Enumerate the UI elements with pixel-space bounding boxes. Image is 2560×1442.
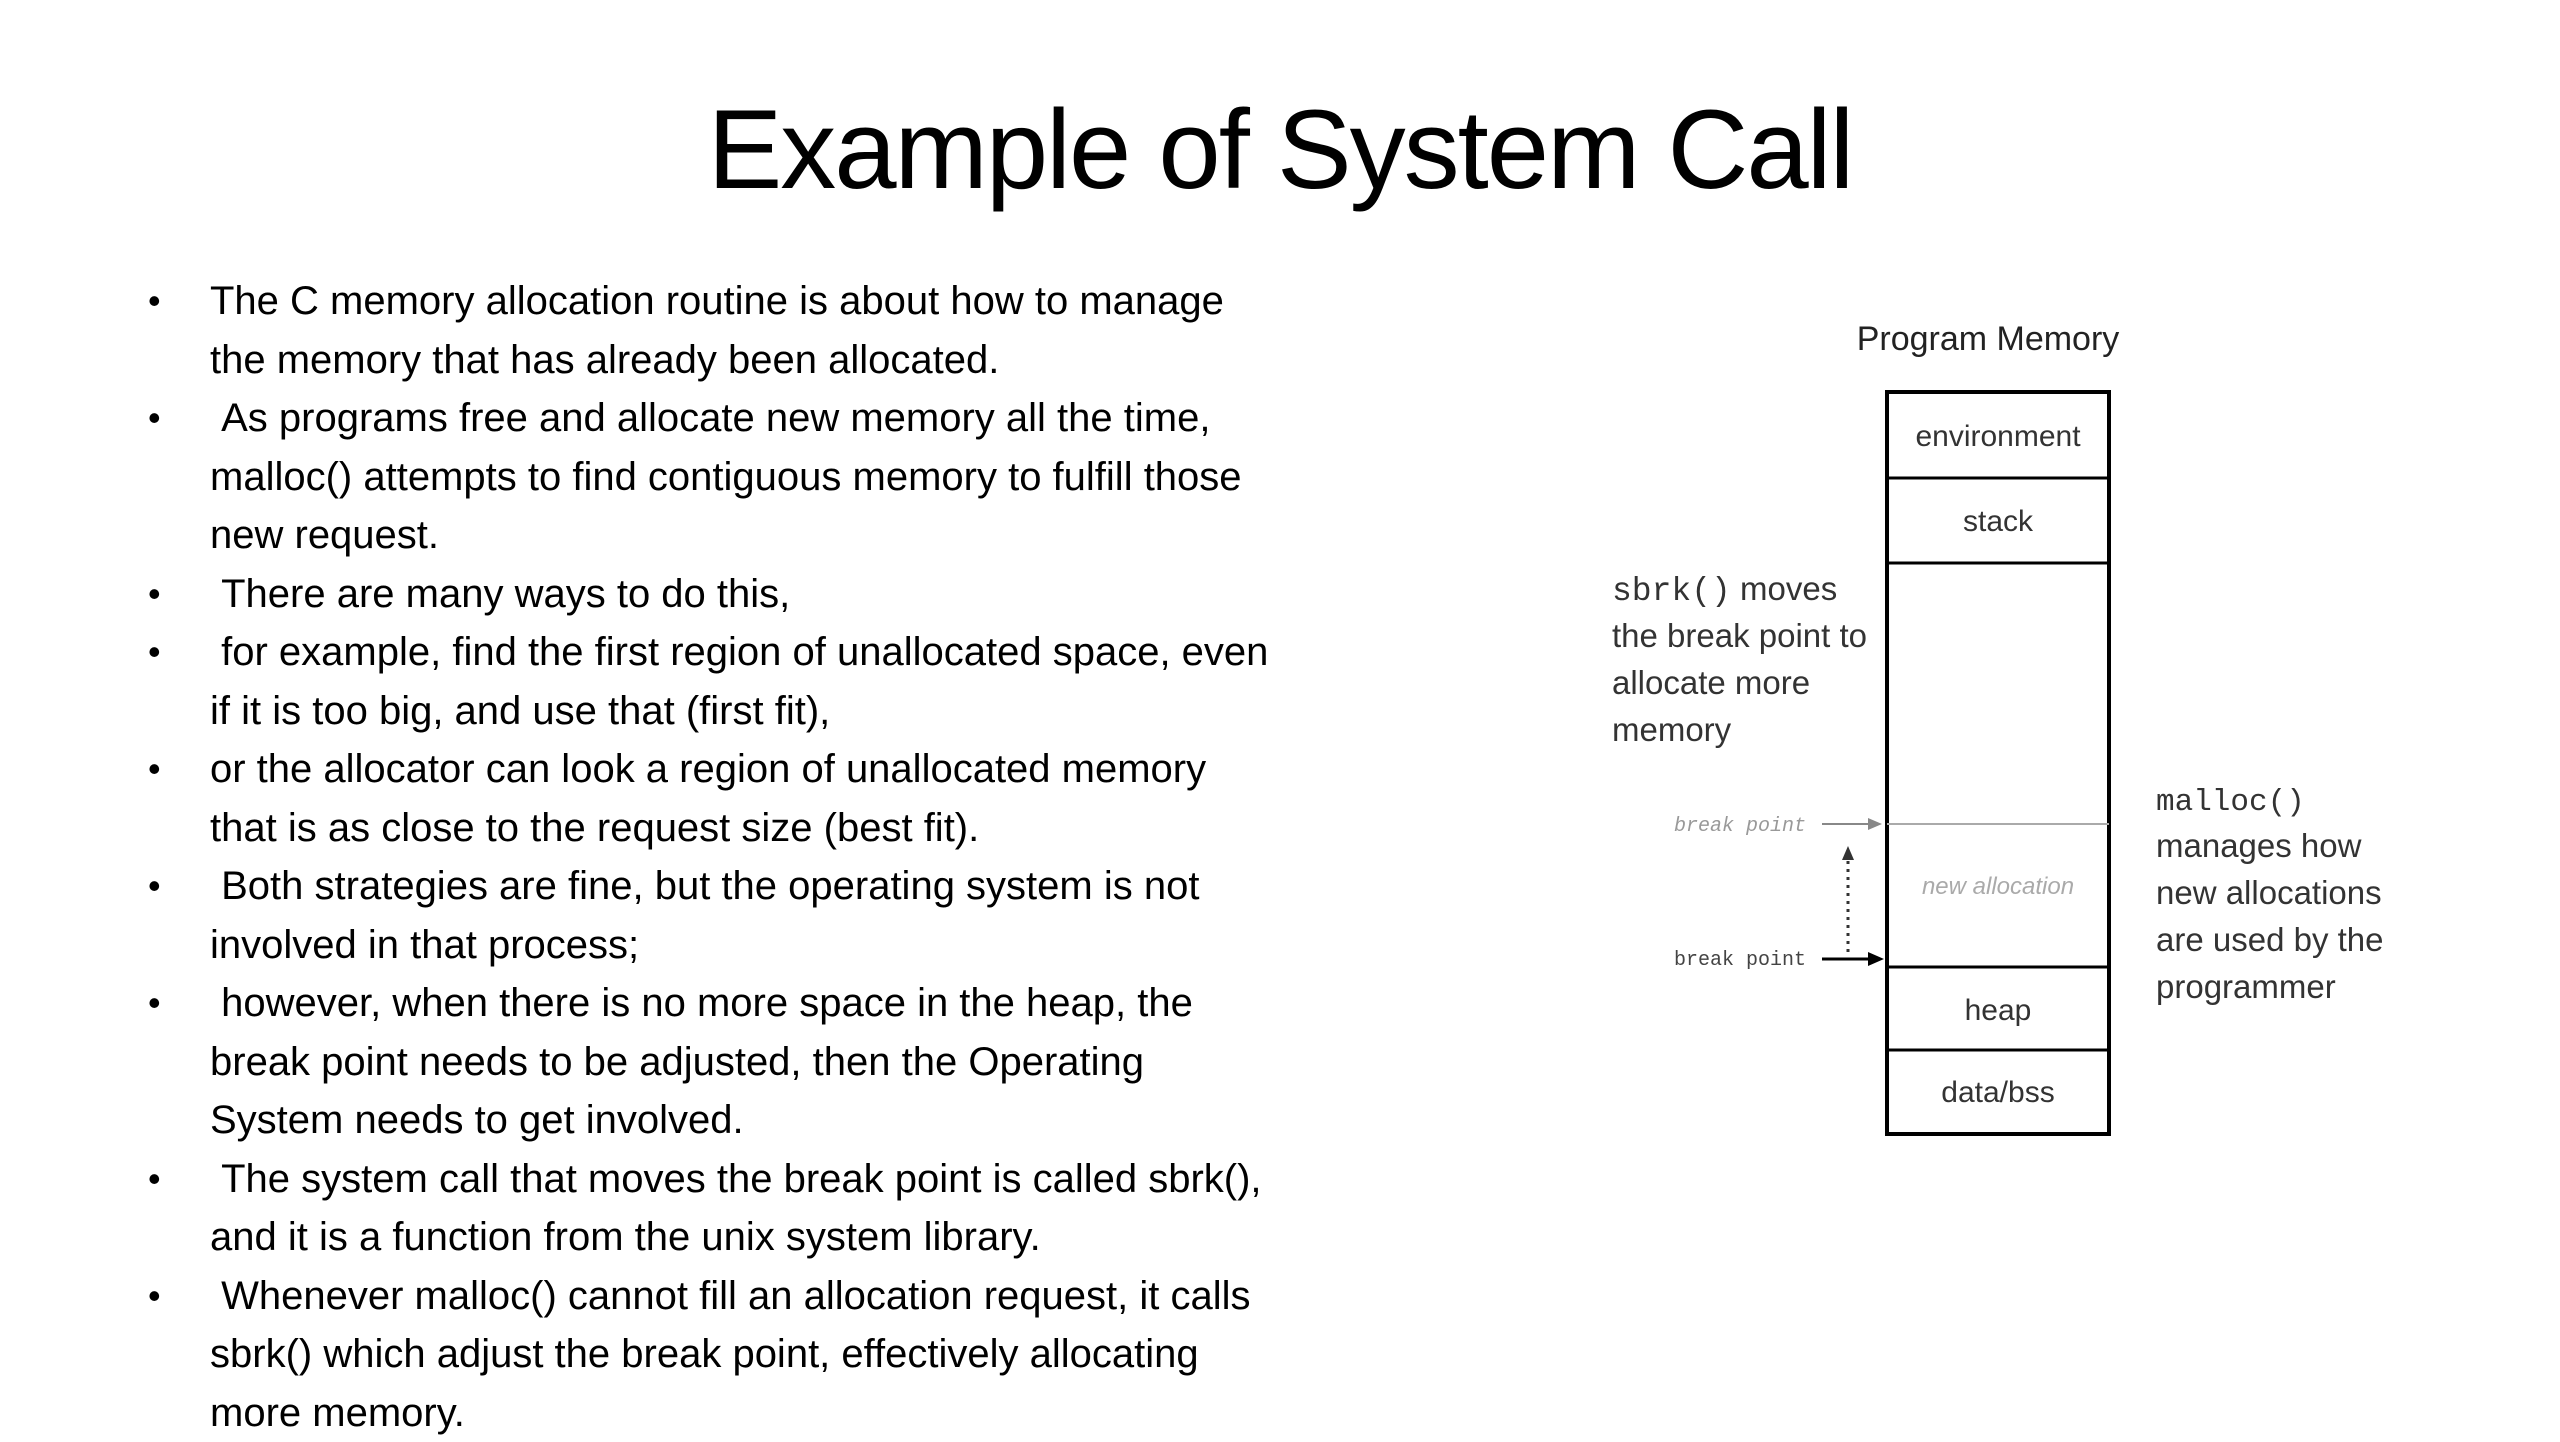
segment-heap: heap bbox=[1965, 994, 2032, 1027]
bullet-item: • Whenever malloc() cannot fill an alloc… bbox=[148, 1267, 1428, 1442]
sbrk-line4: memory bbox=[1612, 711, 1732, 748]
sbrk-note: sbrk() moves the break point to allocate… bbox=[1612, 570, 1867, 748]
break-point-old-arrowhead bbox=[1868, 952, 1884, 966]
bullet-line: Whenever malloc() cannot fill an allocat… bbox=[210, 1267, 1428, 1326]
bullet-marker: • bbox=[148, 623, 161, 682]
bullet-marker: • bbox=[148, 1150, 161, 1209]
bullet-marker: • bbox=[148, 1267, 161, 1326]
bullet-item: • for example, find the first region of … bbox=[148, 623, 1428, 740]
sbrk-line2: the break point to bbox=[1612, 617, 1867, 654]
bullet-line: The C memory allocation routine is about… bbox=[210, 272, 1428, 331]
bullet-line: There are many ways to do this, bbox=[210, 565, 1428, 624]
bullet-item: • The system call that moves the break p… bbox=[148, 1150, 1428, 1267]
bullet-item: • however, when there is no more space i… bbox=[148, 974, 1428, 1150]
bullet-line: break point needs to be adjusted, then t… bbox=[210, 1033, 1428, 1092]
bullet-marker: • bbox=[148, 565, 161, 624]
sbrk-line3: allocate more bbox=[1612, 664, 1810, 701]
segment-data-bss: data/bss bbox=[1941, 1076, 2054, 1109]
break-point-new-label: break point bbox=[1674, 815, 1806, 838]
malloc-line5: programmer bbox=[2156, 968, 2336, 1005]
bullet-line: and it is a function from the unix syste… bbox=[210, 1208, 1428, 1267]
malloc-note: malloc() manages how new allocations are… bbox=[2156, 785, 2384, 1005]
bullet-line: or the allocator can look a region of un… bbox=[210, 740, 1428, 799]
break-point-new-arrowhead bbox=[1868, 818, 1882, 830]
break-move-arrowhead bbox=[1842, 846, 1854, 860]
bullet-line: System needs to get involved. bbox=[210, 1091, 1428, 1150]
malloc-code: malloc() bbox=[2156, 785, 2305, 820]
segment-stack: stack bbox=[1963, 505, 2034, 538]
bullet-marker: • bbox=[148, 740, 161, 799]
bullet-item: • As programs free and allocate new memo… bbox=[148, 389, 1428, 565]
malloc-line3: new allocations bbox=[2156, 874, 2382, 911]
program-memory-svg: Program Memory environment stack new all… bbox=[1560, 300, 2440, 1160]
malloc-line2: manages how bbox=[2156, 827, 2362, 864]
bullet-marker: • bbox=[148, 974, 161, 1033]
bullet-line: malloc() attempts to find contiguous mem… bbox=[210, 448, 1428, 507]
bullet-line: if it is too big, and use that (first fi… bbox=[210, 682, 1428, 741]
bullet-marker: • bbox=[148, 272, 161, 331]
bullet-line: more memory. bbox=[210, 1384, 1428, 1442]
bullet-item: • or the allocator can look a region of u… bbox=[148, 740, 1428, 857]
bullet-line: the memory that has already been allocat… bbox=[210, 331, 1428, 390]
bullet-item: • Both strategies are fine, but the oper… bbox=[148, 857, 1428, 974]
malloc-line4: are used by the bbox=[2156, 921, 2384, 958]
bullet-item: • The C memory allocation routine is abou… bbox=[148, 272, 1428, 389]
bullet-list: • The C memory allocation routine is abou… bbox=[148, 272, 1428, 1442]
sbrk-code: sbrk() bbox=[1612, 573, 1731, 610]
bullet-marker: • bbox=[148, 857, 161, 916]
bullet-line: involved in that process; bbox=[210, 916, 1428, 975]
slide-title: Example of System Call bbox=[0, 80, 2560, 220]
bullet-line: Both strategies are fine, but the operat… bbox=[210, 857, 1428, 916]
sbrk-line1: moves bbox=[1731, 570, 1837, 607]
program-memory-diagram: Program Memory environment stack new all… bbox=[1560, 300, 2440, 1160]
bullet-line: sbrk() which adjust the break point, eff… bbox=[210, 1325, 1428, 1384]
segment-environment: environment bbox=[1915, 420, 2081, 453]
bullet-line: The system call that moves the break poi… bbox=[210, 1150, 1428, 1209]
bullet-line: that is as close to the request size (be… bbox=[210, 799, 1428, 858]
bullet-item: • There are many ways to do this, bbox=[148, 565, 1428, 624]
bullet-line: As programs free and allocate new memory… bbox=[210, 389, 1428, 448]
bullet-line: for example, find the first region of un… bbox=[210, 623, 1428, 682]
break-point-old-label: break point bbox=[1674, 949, 1806, 972]
bullet-line: however, when there is no more space in … bbox=[210, 974, 1428, 1033]
bullet-marker: • bbox=[148, 389, 161, 448]
svg-text:sbrk() moves: sbrk() moves bbox=[1612, 570, 1837, 610]
diagram-title: Program Memory bbox=[1857, 320, 2120, 358]
bullet-line: new request. bbox=[210, 506, 1428, 565]
segment-new-allocation: new allocation bbox=[1922, 873, 2074, 900]
